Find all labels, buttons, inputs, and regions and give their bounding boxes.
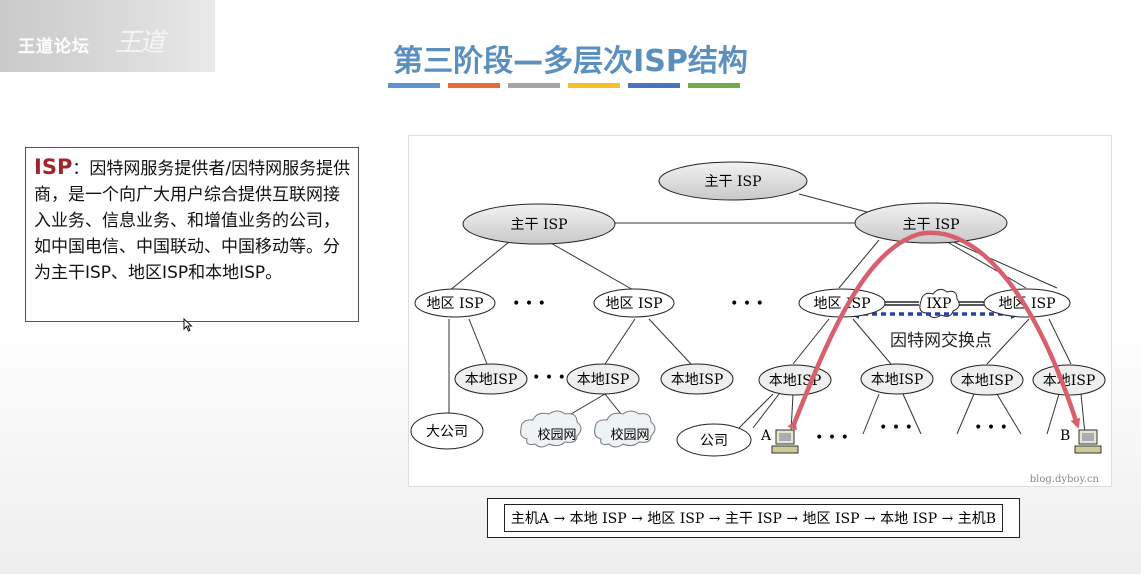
local-isp-7: 本地ISP [1032, 364, 1106, 396]
ellipsis: • • • [974, 420, 1008, 436]
isp-hierarchy-svg: IXP 因特网交换点 主干 ISP 主干 ISP 主干 ISP 地区 ISP 地… [410, 161, 1106, 485]
ellipsis: • • • [532, 370, 566, 386]
link [948, 239, 1058, 289]
local-isp-6: 本地ISP [950, 364, 1024, 396]
svg-text:A: A [760, 428, 772, 444]
logo-banner: 王道论坛 王道 [0, 0, 215, 72]
isp-definition-text: ：因特网服务提供者/因特网服务提供商，是一个向广大用户综合提供互联网接入业务、信… [34, 159, 351, 283]
svg-text:本地ISP: 本地ISP [961, 373, 1014, 389]
page-title: 第三阶段—多层次ISP结构 [393, 44, 748, 79]
stripe [688, 83, 740, 88]
link [956, 393, 975, 435]
link [448, 241, 510, 292]
stripe [388, 83, 440, 88]
path-caption: 主机A → 本地 ISP → 地区 ISP → 主干 ISP → 地区 ISP … [503, 504, 1004, 532]
regional-isp-3: 地区 ISP [798, 288, 886, 318]
link [852, 318, 892, 365]
stripe [628, 83, 680, 88]
link [943, 239, 1027, 289]
link [986, 318, 1030, 365]
link [862, 393, 880, 435]
backbone-isp-left: 主干 ISP [462, 203, 616, 245]
ellipsis: • • • [879, 420, 913, 436]
backbone-isp-right: 主干 ISP [854, 202, 1008, 244]
backbone-isp-top: 主干 ISP [658, 161, 808, 201]
svg-text:地区 ISP: 地区 ISP [814, 296, 871, 312]
link [1048, 318, 1072, 365]
local-isp-5: 本地ISP [860, 363, 934, 395]
link [790, 393, 794, 433]
link [798, 193, 868, 213]
svg-text:地区 ISP: 地区 ISP [606, 296, 663, 312]
isp-hierarchy-diagram: IXP 因特网交换点 主干 ISP 主干 ISP 主干 ISP 地区 ISP 地… [408, 135, 1112, 487]
local-isp-2: 本地ISP [566, 363, 640, 395]
svg-text:校园网: 校园网 [610, 427, 649, 443]
svg-text:主干 ISP: 主干 ISP [903, 217, 960, 233]
svg-text:地区 ISP: 地区 ISP [999, 296, 1056, 312]
company-node: 公司 [676, 423, 752, 457]
svg-text:本地ISP: 本地ISP [465, 372, 518, 388]
regional-isp-1: 地区 ISP [414, 288, 496, 318]
link [1080, 393, 1086, 435]
link [838, 239, 880, 289]
isp-term: ISP [34, 155, 73, 179]
network-links [448, 180, 1086, 435]
svg-text:本地ISP: 本地ISP [671, 372, 724, 388]
svg-text:大公司: 大公司 [426, 424, 468, 440]
campus-network-2: 校园网 [594, 410, 656, 448]
watermark: blog.dyboy.cn [1030, 474, 1100, 485]
link [548, 241, 636, 292]
svg-text:B: B [1060, 428, 1070, 444]
link [752, 393, 780, 429]
link [792, 318, 830, 365]
link [604, 318, 636, 365]
logo-text: 王道论坛 [18, 37, 90, 57]
link [468, 318, 488, 365]
ellipsis: • • • [512, 296, 546, 312]
svg-text:公司: 公司 [700, 433, 728, 449]
svg-text:本地ISP: 本地ISP [1043, 373, 1096, 389]
title-stripes [388, 83, 740, 88]
path-caption-box: 主机A → 本地 ISP → 地区 ISP → 主干 ISP → 地区 ISP … [487, 498, 1020, 538]
ixp-caption: 因特网交换点 [890, 331, 992, 351]
svg-text:地区 ISP: 地区 ISP [427, 296, 484, 312]
regional-isp-4: 地区 ISP [983, 288, 1071, 318]
regional-isp-2: 地区 ISP [593, 288, 675, 318]
link [648, 318, 692, 365]
ixp-label: IXP [927, 296, 952, 312]
local-isp-4: 本地ISP [758, 364, 832, 396]
svg-text:校园网: 校园网 [537, 427, 576, 443]
ellipsis: • • • [730, 296, 764, 312]
svg-text:主干 ISP: 主干 ISP [705, 174, 762, 190]
stripe [448, 83, 500, 88]
svg-text:本地ISP: 本地ISP [577, 372, 630, 388]
stripe [568, 83, 620, 88]
isp-definition-box: ISP：因特网服务提供者/因特网服务提供商，是一个向广大用户综合提供互联网接入业… [25, 147, 359, 322]
link [1046, 393, 1060, 435]
host-a-computer: A [760, 428, 799, 454]
mouse-cursor-icon [183, 318, 193, 332]
svg-text:本地ISP: 本地ISP [871, 372, 924, 388]
local-isp-1: 本地ISP [454, 363, 528, 395]
stripe [508, 83, 560, 88]
route-arrow [787, 230, 1081, 431]
campus-network-1: 校园网 [520, 410, 582, 448]
svg-text:主干 ISP: 主干 ISP [511, 217, 568, 233]
host-b-computer: B [1060, 428, 1102, 454]
link [738, 393, 774, 429]
logo-signature: 王道 [115, 28, 165, 58]
local-isp-3: 本地ISP [660, 363, 734, 395]
big-company-node: 大公司 [410, 412, 484, 450]
ellipsis: • • • [815, 430, 849, 446]
